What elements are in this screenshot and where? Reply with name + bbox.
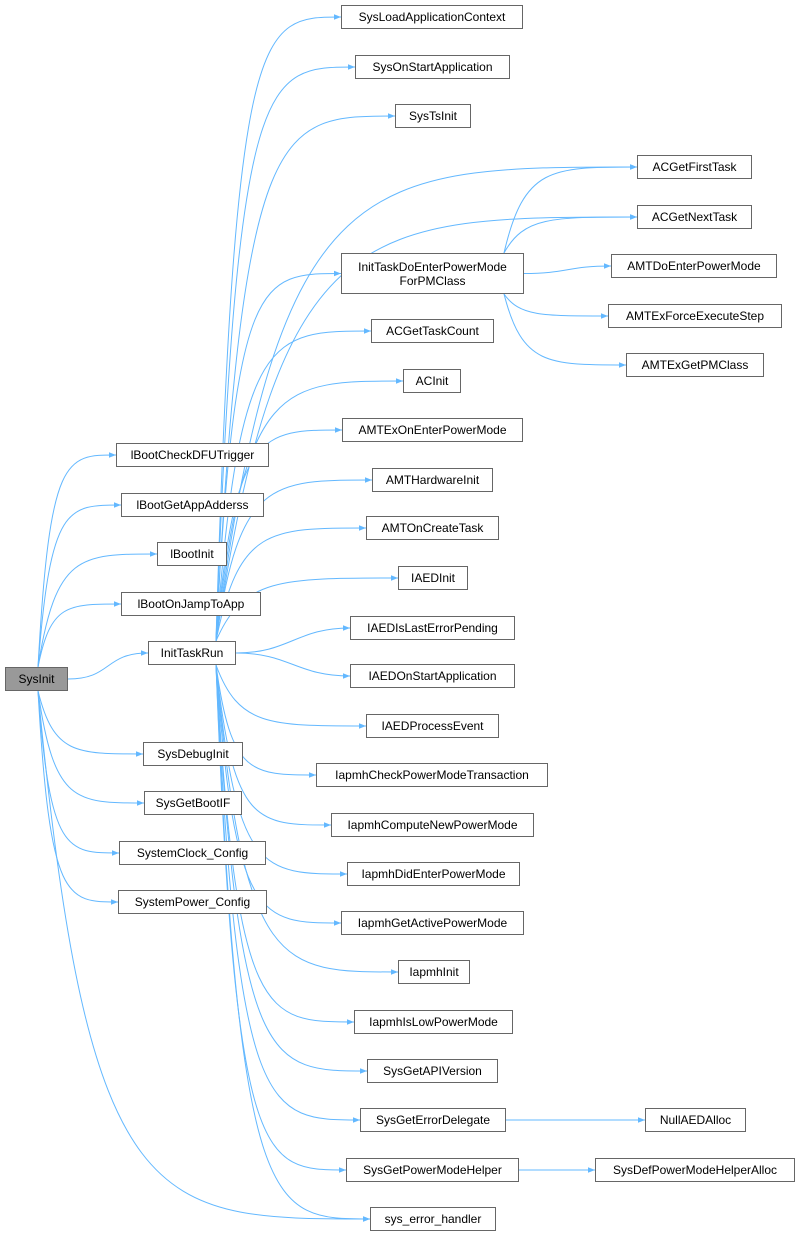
node-iapmh-init[interactable]: IapmhInit [398,960,470,984]
node-sys-get-error-delegate[interactable]: SysGetErrorDelegate [360,1108,506,1132]
node-null-aed-alloc[interactable]: NullAEDAlloc [645,1108,746,1132]
edge-init_task_run-to-sys_error_handler [215,664,371,1222]
node-amt-do-enter-power-mode[interactable]: AMTDoEnterPowerMode [611,254,777,278]
edge-sysinit-to-sys_debug_init [37,690,144,757]
edge-init_task_run-to-amt_hardware_init [215,477,373,642]
node-init-task-run[interactable]: InitTaskRun [148,641,236,665]
node-sys-def-power-mode-helper-alloc[interactable]: SysDefPowerModeHelperAlloc [595,1158,795,1182]
edge-init_task_run-to-iapmh_init [215,664,399,975]
node-sysinit: SysInit [5,667,68,691]
node-iapmh-is-low-power-mode[interactable]: IapmhIsLowPowerMode [354,1010,513,1034]
node-lboot-on-jamp-to-app[interactable]: lBootOnJampToApp [121,592,261,616]
edge-init_task_do_enter-to-amt_do_enter [523,263,612,274]
edge-sysinit-to-lboot_get_app_adderss [37,502,122,668]
node-system-power-config[interactable]: SystemPower_Config [118,890,267,914]
node-iapmh-get-active-power-mode[interactable]: IapmhGetActivePowerMode [341,911,524,935]
node-ac-get-task-count[interactable]: ACGetTaskCount [371,319,494,343]
edge-init_task_do_enter-to-ac_get_next_task [503,214,638,254]
edge-init_task_run-to-sys_on_start_app [215,64,356,642]
node-sys-error-handler[interactable]: sys_error_handler [370,1207,496,1231]
edge-init_task_run-to-sys_load_app_ctx [215,14,342,642]
node-sys-on-start-application[interactable]: SysOnStartApplication [355,55,510,79]
edge-init_task_run-to-iapmh_compute [215,664,332,828]
node-iaed-is-last-error-pending[interactable]: IAEDIsLastErrorPending [350,616,515,640]
node-sys-get-power-mode-helper[interactable]: SysGetPowerModeHelper [346,1158,519,1182]
node-iapmh-check-power-mode-transaction[interactable]: IapmhCheckPowerModeTransaction [316,763,548,787]
node-amt-ex-get-pm-class[interactable]: AMTExGetPMClass [626,353,764,377]
edge-init_task_run-to-ac_get_task_count [215,328,372,642]
node-sys-get-api-version[interactable]: SysGetAPIVersion [367,1059,498,1083]
edge-sysinit-to-init_task_run [67,650,149,680]
node-system-clock-config[interactable]: SystemClock_Config [119,841,266,865]
edge-init_task_run-to-iaed_process_event [215,664,367,729]
node-iapmh-did-enter-power-mode[interactable]: IapmhDidEnterPowerMode [347,862,520,886]
edge-init_task_do_enter-to-amt_ex_get_pm [503,293,627,368]
node-iaed-process-event[interactable]: IAEDProcessEvent [366,714,499,738]
node-iaed-init[interactable]: IAEDInit [398,566,468,590]
node-amt-hardware-init[interactable]: AMTHardwareInit [372,468,493,492]
edge-sysinit-to-system_power_config [37,690,119,905]
edge-init_task_run-to-amt_on_create_task [215,525,367,642]
node-ac-get-next-task[interactable]: ACGetNextTask [637,205,752,229]
edge-init_task_do_enter-to-ac_get_first_task [503,164,638,254]
edge-init_task_run-to-sys_get_power_mode_helper [215,664,347,1173]
node-lboot-check-dfu-trigger[interactable]: lBootCheckDFUTrigger [116,443,269,467]
edge-sysinit-to-lboot_on_jamp [37,601,122,668]
node-ac-init[interactable]: ACInit [403,369,461,393]
edge-sysinit-to-lboot_check_dfu [37,452,117,668]
node-lboot-init[interactable]: lBootInit [157,542,227,566]
node-amt-ex-force-execute-step[interactable]: AMTExForceExecuteStep [608,304,782,328]
edge-init_task_run-to-iaed_init [215,575,399,642]
node-amt-on-create-task[interactable]: AMTOnCreateTask [366,516,499,540]
edge-init_task_run-to-iaed_on_start [235,652,351,679]
node-iaed-on-start-application[interactable]: IAEDOnStartApplication [350,664,515,688]
edge-init_task_run-to-iaed_is_last_error [235,625,351,654]
edge-sysinit-to-sys_get_boot_if [37,690,145,806]
node-sys-debug-init[interactable]: SysDebugInit [143,742,243,766]
node-ac-get-first-task[interactable]: ACGetFirstTask [637,155,752,179]
edge-init_task_run-to-sys_get_error_delegate [215,664,361,1123]
node-sys-get-boot-if[interactable]: SysGetBootIF [144,791,242,815]
edge-init_task_run-to-ac_init [215,378,404,642]
edge-init_task_do_enter-to-amt_ex_force [503,293,609,319]
call-edges [37,14,645,1222]
edge-init_task_run-to-iapmh_check [215,664,317,778]
node-lboot-get-app-adderss[interactable]: lBootGetAppAdderss [121,493,264,517]
edge-sysinit-to-lboot_init [37,551,158,668]
node-sys-ts-init[interactable]: SysTsInit [395,104,471,128]
node-sys-load-application-context[interactable]: SysLoadApplicationContext [341,5,523,29]
node-iapmh-compute-new-power-mode[interactable]: IapmhComputeNewPowerMode [331,813,534,837]
edge-sysinit-to-sys_error_handler [37,690,371,1222]
node-amt-ex-on-enter-power-mode[interactable]: AMTExOnEnterPowerMode [342,418,523,442]
